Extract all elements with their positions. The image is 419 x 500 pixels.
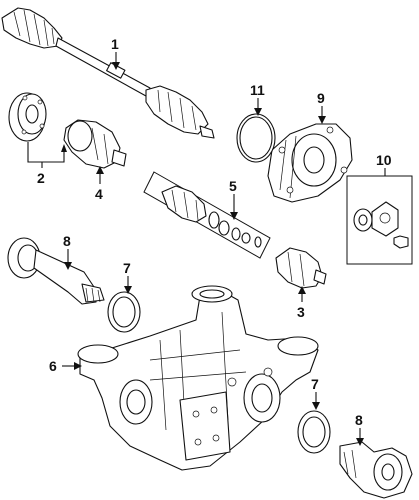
callout-1: 1 (111, 36, 119, 52)
output-flange-right (339, 441, 413, 499)
callout-11: 11 (250, 82, 265, 98)
oil-seal-left (107, 291, 141, 333)
callout-2: 2 (37, 170, 45, 186)
leader-lines (27, 52, 386, 446)
flange-kit-box (346, 175, 413, 265)
boot-kit-box (143, 171, 271, 259)
cv-joint (63, 119, 127, 169)
callout-6: 6 (49, 358, 57, 374)
differential-cover (267, 123, 353, 203)
rear-differential-housing (77, 285, 319, 471)
inner-cv-joint (275, 247, 327, 289)
callout-5: 5 (229, 178, 237, 194)
callout-10: 10 (376, 152, 392, 168)
callout-9: 9 (317, 90, 325, 106)
oil-seal-right (297, 410, 331, 454)
output-flange-left (7, 237, 105, 305)
callout-8-upper: 8 (63, 233, 71, 249)
axle-flange-cup (8, 92, 47, 142)
callout-3: 3 (297, 304, 305, 320)
callout-8-lower: 8 (355, 412, 363, 428)
callout-4: 4 (95, 186, 103, 202)
o-ring-seal (236, 113, 276, 163)
drive-axle-shaft (1, 7, 215, 139)
callout-labels: 1 2 3 4 5 6 7 7 8 8 9 10 11 (37, 36, 392, 428)
callout-7-upper: 7 (123, 260, 131, 276)
callout-7-lower: 7 (311, 376, 319, 392)
